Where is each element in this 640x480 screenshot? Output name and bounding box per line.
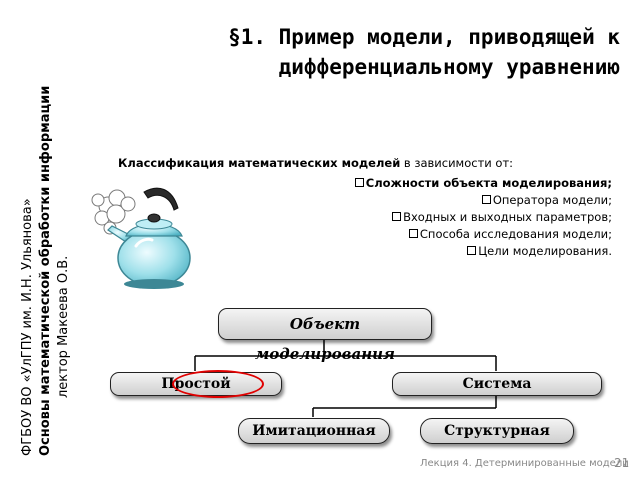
classification-heading: Классификация математических моделей в з…: [112, 156, 612, 170]
list-item-text: Сложности объекта моделирования;: [365, 176, 612, 190]
list-item-text: Цели моделирования.: [478, 244, 612, 258]
list-item-text: Оператора модели;: [492, 193, 612, 207]
list-item-text: Способа исследования модели;: [419, 227, 612, 241]
checkbox-bullet-icon: [408, 229, 418, 238]
classification-list: Сложности объекта моделирования; Операто…: [112, 175, 612, 260]
footer-text: Лекция 4. Детерминированные модели: [420, 458, 629, 469]
checkbox-bullet-icon: [481, 195, 491, 204]
checkbox-bullet-icon: [467, 246, 477, 255]
list-item: Входных и выходных параметров;: [112, 209, 612, 226]
list-item: Оператора модели;: [112, 192, 612, 209]
kettle-icon: [91, 187, 191, 289]
checkbox-bullet-icon: [354, 178, 364, 187]
checkbox-bullet-icon: [392, 212, 402, 221]
list-item: Способа исследования модели;: [112, 226, 612, 243]
page-number: 21: [614, 456, 630, 470]
list-item: Сложности объекта моделирования;: [112, 175, 612, 192]
title-line-2: дифференциальному уравнению: [278, 55, 620, 79]
classification-heading-bold: Классификация математических моделей: [118, 156, 401, 170]
list-item-text: Входных и выходных параметров;: [403, 210, 612, 224]
node-modeling-object: Объект моделирования: [218, 308, 432, 363]
node-system: Система: [392, 372, 602, 396]
node-structural: Структурная: [420, 418, 574, 444]
classification-heading-rest: в зависимости от:: [400, 156, 514, 170]
title-line-1: §1. Пример модели, приводящей к: [228, 25, 620, 49]
node-imitation: Имитационная: [238, 418, 390, 444]
classification-block: Классификация математических моделей в з…: [112, 156, 612, 260]
highlight-ring: [172, 370, 264, 398]
slide-title: §1. Пример модели, приводящей к дифферен…: [150, 22, 620, 82]
list-item: Цели моделирования.: [112, 243, 612, 260]
